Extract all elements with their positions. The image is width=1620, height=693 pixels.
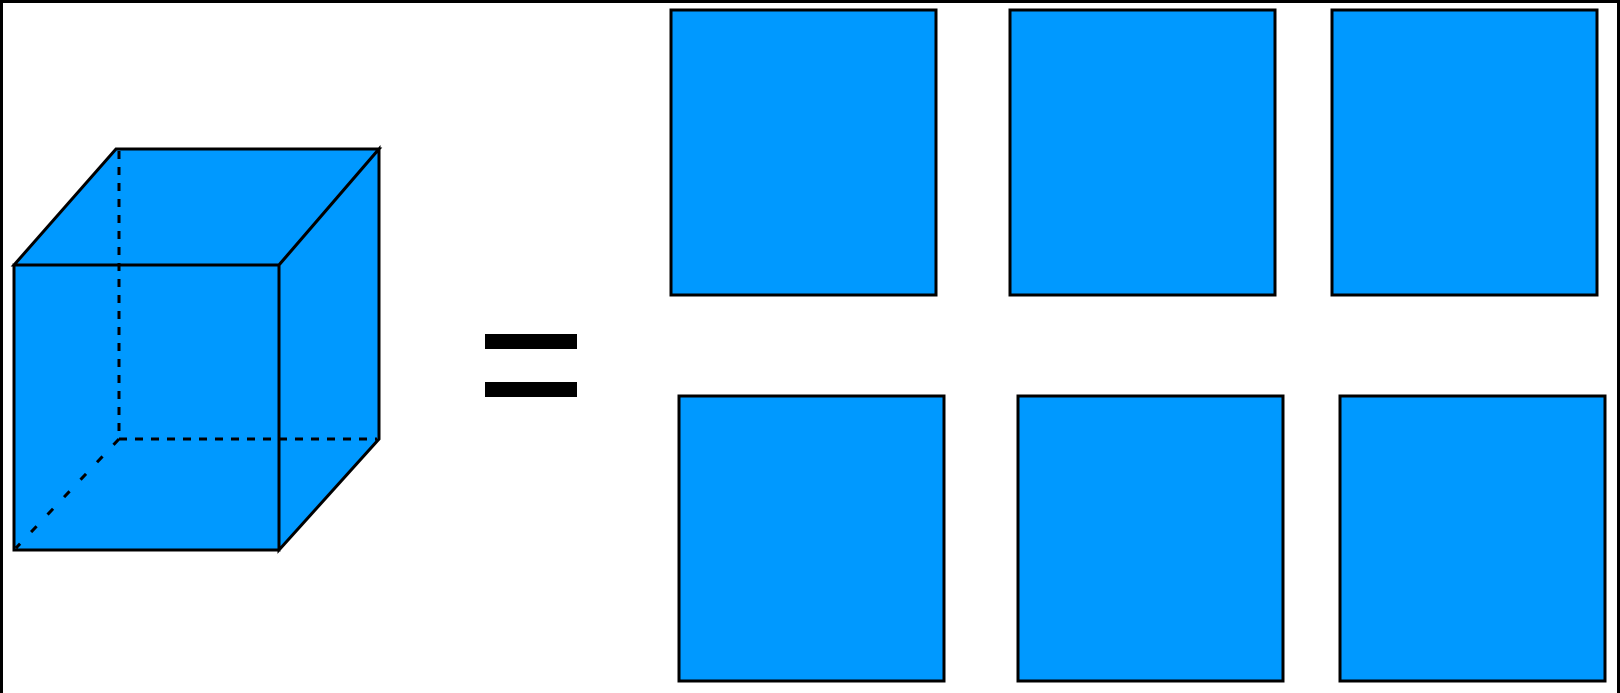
cube-hidden-edge-diagonal	[14, 437, 121, 550]
equals-bar-bottom	[485, 382, 577, 397]
equals-sign	[485, 334, 577, 397]
net-face-square	[1008, 8, 1277, 297]
diagram-canvas	[3, 3, 1617, 693]
net-face-square	[669, 8, 938, 297]
net-face-square	[1338, 394, 1607, 683]
net-face-square	[1016, 394, 1285, 683]
cube-front-face	[12, 263, 281, 552]
net-face-square	[677, 394, 946, 683]
net-faces	[669, 8, 1607, 683]
net-face-square	[1330, 8, 1599, 297]
cube-front-edges	[12, 263, 281, 552]
cube-icon	[10, 144, 383, 554]
equals-bar-top	[485, 334, 577, 349]
cube-front-face-fill	[14, 265, 279, 550]
cube-equals-six-squares-diagram	[10, 8, 1607, 683]
